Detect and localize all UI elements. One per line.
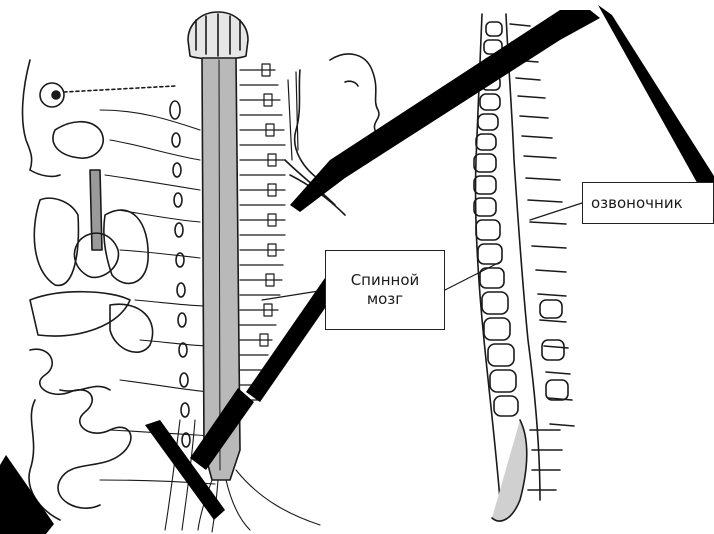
spinal-cord-label-line2: мозг <box>367 290 403 309</box>
vertebrae-processes <box>510 24 574 426</box>
stomach <box>110 304 153 352</box>
liver <box>30 292 130 336</box>
sacrum <box>492 420 562 521</box>
right-lung <box>104 210 148 283</box>
internal-organs <box>29 122 153 520</box>
watermark-stroke-left <box>0 455 54 534</box>
spinal-cord-leader-2 <box>445 262 500 290</box>
spinal-cord-label-line1: Спинной <box>351 271 420 290</box>
intestines <box>30 349 131 508</box>
watermark-stroke-right <box>290 10 600 212</box>
spine-label: озвоночник <box>582 182 714 224</box>
spine-leader <box>530 203 582 220</box>
brain-stem-top <box>188 12 248 59</box>
left-lung <box>34 198 78 285</box>
watermark-stroke-upper <box>598 5 714 192</box>
sympathetic-chain <box>170 101 190 447</box>
spinal-cord-label: Спинной мозг <box>325 250 445 330</box>
spine-label-text: озвоночник <box>591 194 683 213</box>
left-head-profile <box>23 60 175 176</box>
